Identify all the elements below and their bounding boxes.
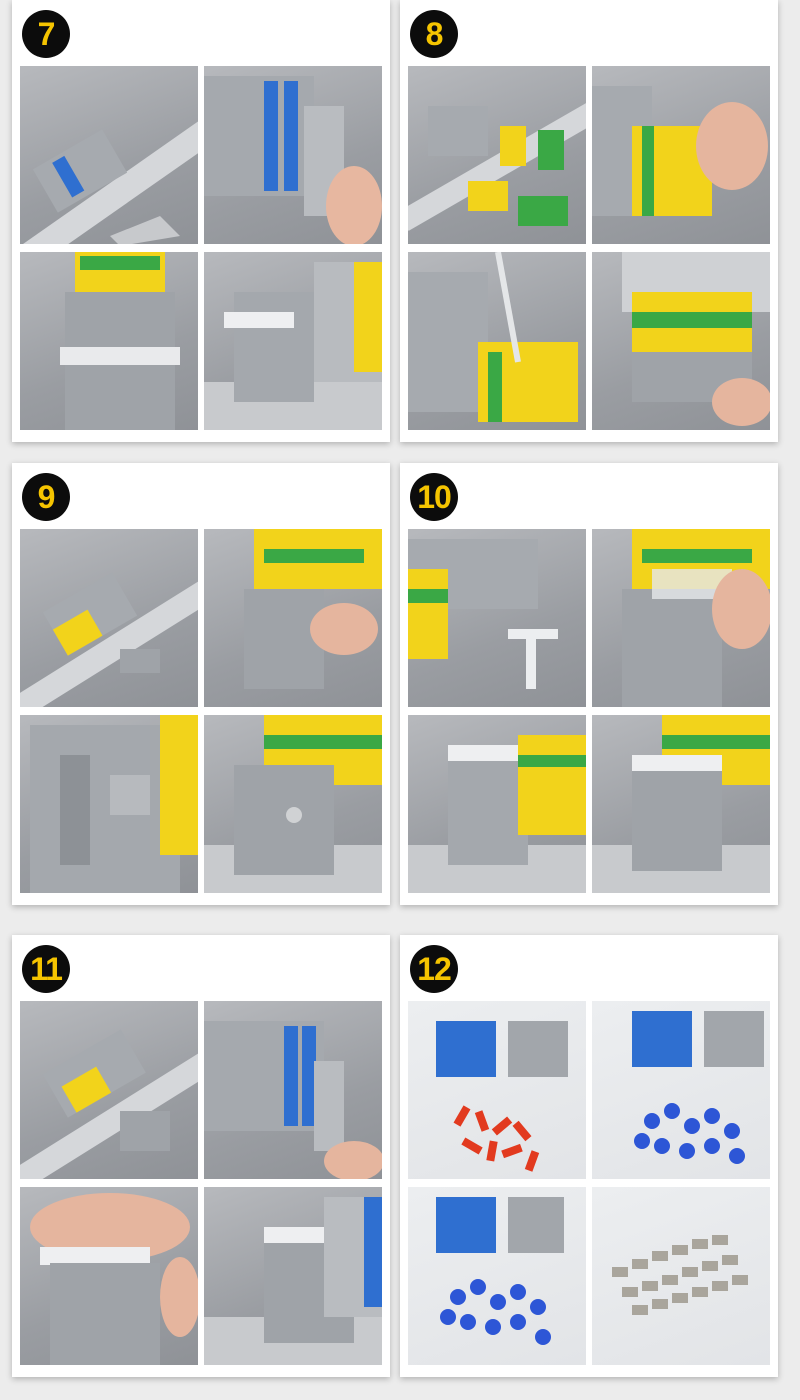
step-10-photo-1	[408, 529, 586, 707]
step-8-photo-2	[592, 66, 770, 244]
step-7-photo-4	[204, 252, 382, 430]
step-8-card: 8	[400, 0, 778, 442]
step-11-photo-1	[20, 1001, 198, 1179]
step-9-photo-2	[204, 529, 382, 707]
step-9-photo-4	[204, 715, 382, 893]
step-10-photo-2	[592, 529, 770, 707]
step-9-photo-1	[20, 529, 198, 707]
step-number-badge: 12	[410, 945, 458, 993]
step-10-photo-4	[592, 715, 770, 893]
step-number-badge: 8	[410, 10, 458, 58]
step-11-photo-4	[204, 1187, 382, 1365]
step-number-badge: 7	[22, 10, 70, 58]
step-7-card: 7	[12, 0, 390, 442]
step-11-card: 11	[12, 935, 390, 1377]
step-9-photo-3	[20, 715, 198, 893]
step-7-photo-2	[204, 66, 382, 244]
step-10-photo-3	[408, 715, 586, 893]
step-12-photo-2	[592, 1001, 770, 1179]
step-8-photo-4	[592, 252, 770, 430]
step-12-card: 12	[400, 935, 778, 1377]
step-9-card: 9	[12, 463, 390, 905]
step-10-card: 10	[400, 463, 778, 905]
step-number-badge: 9	[22, 473, 70, 521]
step-12-photo-3	[408, 1187, 586, 1365]
step-number-badge: 11	[22, 945, 70, 993]
step-number-badge: 10	[410, 473, 458, 521]
step-7-photo-1	[20, 66, 198, 244]
step-8-photo-3	[408, 252, 586, 430]
step-12-photo-1	[408, 1001, 586, 1179]
step-7-photo-3	[20, 252, 198, 430]
step-11-photo-3	[20, 1187, 198, 1365]
step-8-photo-1	[408, 66, 586, 244]
step-11-photo-2	[204, 1001, 382, 1179]
step-12-photo-4	[592, 1187, 770, 1365]
